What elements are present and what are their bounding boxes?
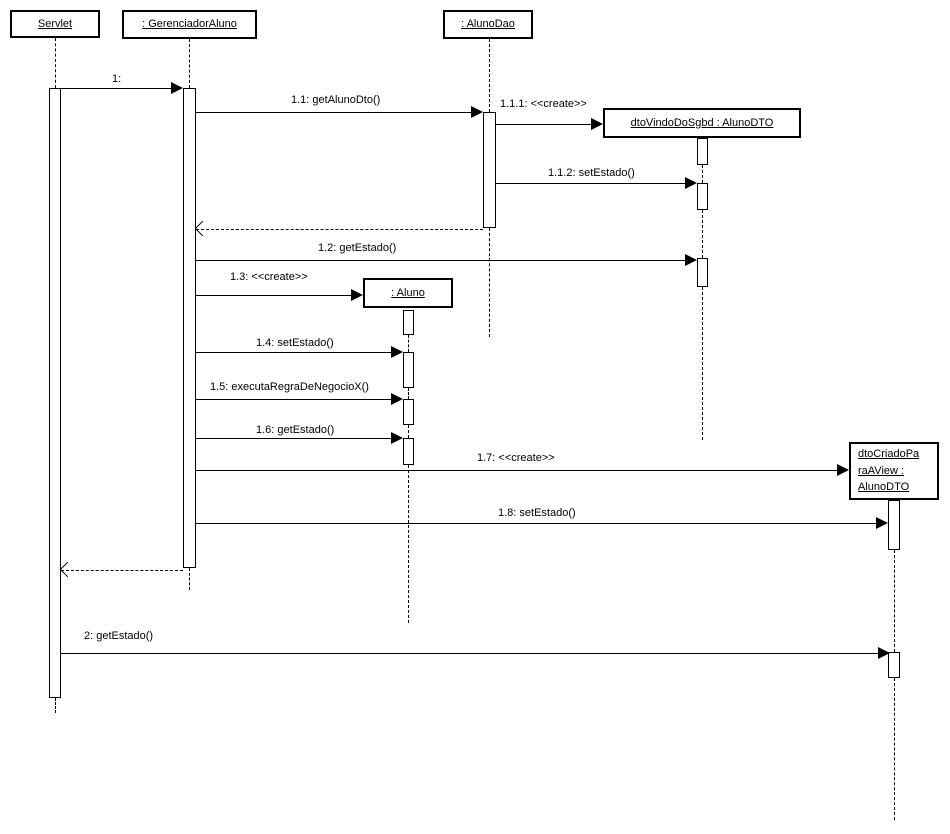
message-line-1-7 [196, 470, 837, 471]
message-label-1-1-1: 1.1.1: <<create>> [500, 98, 587, 110]
message-line-1 [61, 88, 171, 89]
object-aluno-dao: : AlunoDao [443, 10, 533, 39]
lifeline-aluno-dao [489, 39, 490, 112]
arrowhead-icon [685, 254, 697, 266]
message-label-1-3: 1.3: <<create>> [230, 271, 308, 283]
lifeline-aluno [408, 335, 409, 352]
message-label-1: 1: [112, 73, 122, 85]
activation-dto-criado-para-a-view [888, 652, 900, 678]
object-gerenciador-aluno-label: : GerenciadorAluno [142, 18, 237, 31]
lifeline-aluno [408, 388, 409, 399]
object-aluno: : Aluno [363, 278, 453, 308]
object-servlet: Servlet [10, 10, 100, 38]
message-line-1-1-1 [496, 124, 591, 125]
object-dto-criado-para-a-view-label: dtoCriadoPa raAView : AlunoDTO [858, 448, 920, 494]
arrowhead-icon [351, 289, 363, 301]
lifeline-dto-vindo-do-sgbd [702, 210, 703, 258]
object-aluno-label: : Aluno [391, 286, 425, 299]
message-line-1-1 [196, 112, 471, 113]
activation-dto-vindo-do-sgbd [697, 258, 708, 287]
arrowhead-icon [876, 517, 888, 529]
activation-aluno [403, 399, 414, 425]
lifeline-aluno [408, 465, 409, 623]
message-label-1-6: 1.6: getEstado() [256, 424, 335, 436]
object-dto-vindo-do-sgbd-label: dtoVindoDoSgbd : AlunoDTO [630, 116, 774, 129]
lifeline-servlet [55, 38, 56, 88]
return-line [196, 229, 483, 230]
return-arrow-icon [194, 220, 211, 237]
message-label-1-5: 1.5: executaRegraDeNegocioX() [210, 381, 369, 393]
arrowhead-icon [878, 647, 890, 659]
return-line [61, 570, 183, 571]
activation-aluno [403, 310, 414, 335]
arrowhead-icon [391, 393, 403, 405]
message-label-2: 2: getEstado() [84, 630, 154, 642]
return-arrow-icon [59, 561, 76, 578]
lifeline-gerenciador-aluno [189, 39, 190, 88]
activation-servlet [49, 88, 61, 698]
message-label-1-4: 1.4: setEstado() [256, 337, 334, 349]
arrowhead-icon [837, 464, 849, 476]
message-line-1-6 [196, 438, 391, 439]
message-line-1-4 [196, 352, 391, 353]
activation-gerenciador-aluno [183, 88, 196, 568]
object-dto-criado-para-a-view: dtoCriadoPa raAView : AlunoDTO [849, 442, 939, 500]
message-line-1-2 [196, 260, 685, 261]
message-line-2 [61, 653, 878, 654]
arrowhead-icon [685, 177, 697, 189]
activation-aluno-dao [483, 112, 496, 228]
object-aluno-dao-label: : AlunoDao [461, 18, 515, 31]
message-label-1-2: 1.2: getEstado() [318, 242, 397, 254]
activation-aluno [403, 352, 414, 388]
activation-aluno [403, 438, 414, 465]
lifeline-servlet [55, 698, 56, 713]
object-dto-vindo-do-sgbd: dtoVindoDoSgbd : AlunoDTO [603, 108, 801, 138]
message-label-1-7: 1.7: <<create>> [477, 452, 555, 464]
lifeline-dto-criado-para-a-view [894, 550, 895, 652]
message-line-1-8 [196, 523, 876, 524]
message-line-1-1-2 [496, 183, 685, 184]
arrowhead-icon [391, 432, 403, 444]
lifeline-dto-criado-para-a-view [894, 678, 895, 820]
arrowhead-icon [391, 346, 403, 358]
arrowhead-icon [591, 118, 603, 130]
message-label-1-1: 1.1: getAlunoDto() [291, 94, 381, 106]
lifeline-aluno-dao [489, 228, 490, 337]
arrowhead-icon [471, 106, 483, 118]
message-label-1-1-2: 1.1.2: setEstado() [548, 167, 635, 179]
arrowhead-icon [171, 82, 183, 94]
activation-dto-criado-para-a-view [888, 500, 900, 550]
object-gerenciador-aluno: : GerenciadorAluno [122, 10, 257, 39]
lifeline-dto-vindo-do-sgbd [702, 287, 703, 440]
object-servlet-label: Servlet [37, 17, 73, 30]
activation-dto-vindo-do-sgbd [697, 183, 708, 210]
lifeline-gerenciador-aluno [189, 568, 190, 590]
lifeline-aluno [408, 425, 409, 438]
message-label-1-8: 1.8: setEstado() [498, 507, 576, 519]
lifeline-dto-vindo-do-sgbd [702, 165, 703, 183]
activation-dto-vindo-do-sgbd [697, 138, 708, 165]
message-line-1-3 [196, 295, 351, 296]
message-line-1-5 [196, 399, 391, 400]
